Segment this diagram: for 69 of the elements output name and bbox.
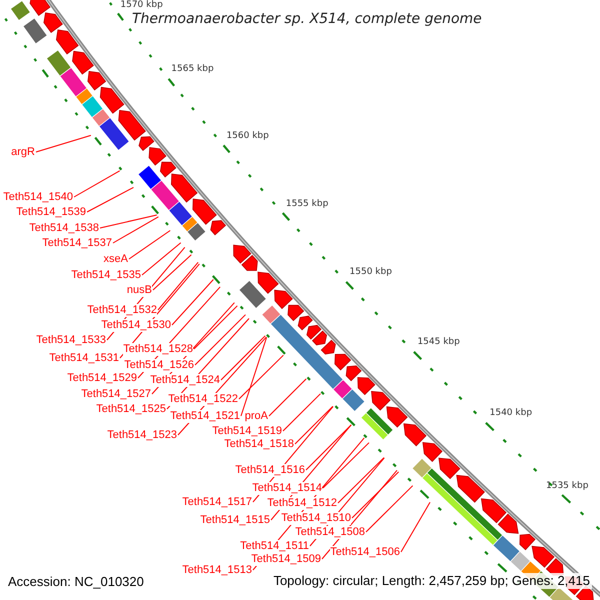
leader-line (306, 424, 352, 470)
gene-label: Teth514_1531 (49, 352, 119, 365)
topology-text: Topology: circular; Length: 2,457,259 bp; Genes: 2,415 (271, 573, 592, 589)
gene-label: Teth514_1525 (96, 403, 166, 416)
leader-line (352, 471, 400, 518)
gene-label: Teth514_1509 (251, 553, 321, 566)
leader-line (74, 170, 120, 198)
gene-label: Teth514_1530 (101, 319, 171, 332)
leader-line (338, 457, 384, 504)
leader-line (282, 393, 321, 432)
gene-label: Teth514_1538 (29, 222, 99, 235)
gene-label: Teth514_1519 (212, 425, 282, 438)
tick-label: 1555 kbp (286, 198, 328, 210)
tick-label: 1570 kbp (120, 0, 163, 11)
gene-label: Teth514_1523 (107, 429, 177, 442)
gene-label: Teth514_1518 (224, 438, 294, 451)
gene-label: Teth514_1537 (42, 237, 112, 250)
gene-label: proA (244, 410, 268, 423)
gene-label: Teth514_1508 (295, 526, 365, 539)
gene-label: Teth514_1522 (168, 393, 238, 406)
leader-line (142, 242, 182, 276)
gene-label: Teth514_1510 (281, 512, 351, 525)
gene-label: Teth514_1535 (71, 269, 141, 282)
gene-label: Teth514_1517 (182, 496, 252, 509)
gene-label: Teth514_1521 (170, 410, 240, 423)
leader-line (128, 230, 171, 260)
leader-line (100, 214, 158, 228)
leader-line (152, 254, 192, 290)
gene-label: Teth514_1524 (150, 374, 220, 387)
gene-label: Teth514_1511 (240, 540, 309, 553)
gene-label: Teth514_1506 (330, 546, 400, 559)
gene-label: Teth514_1513 (182, 564, 252, 577)
gene-label: Teth514_1527 (81, 388, 151, 401)
leader-line (172, 279, 214, 326)
leader-line (36, 134, 92, 152)
gene-label: argR (11, 146, 35, 159)
tick-label: 1560 kbp (226, 130, 269, 142)
gene-label: Teth514_1539 (16, 206, 86, 219)
leader-line (220, 335, 266, 380)
map-title: Thermoanaerobacter sp. X514, complete genome (132, 11, 482, 27)
tick-label: 1545 kbp (417, 337, 460, 348)
tick-label: 1550 kbp (350, 267, 392, 278)
gene-label: Teth514_1529 (67, 372, 137, 385)
leader-line (86, 186, 134, 212)
gene-label: Teth514_1532 (87, 304, 157, 317)
tick-label: 1565 kbp (171, 64, 214, 76)
leader-line (268, 378, 307, 416)
leader-line (238, 354, 284, 400)
gene-label: nusB (126, 284, 152, 297)
gene-label: Teth514_1516 (235, 464, 305, 477)
gene-label: Teth514_1512 (267, 497, 337, 510)
accession-text: Accession: NC_010320 (8, 574, 144, 590)
leader-line (240, 336, 268, 416)
gene-label: Teth514_1514 (252, 482, 322, 495)
leader-line (194, 314, 246, 366)
gene-label: Teth514_1528 (123, 343, 193, 356)
leader-line (322, 442, 370, 488)
gene-label: Teth514_1515 (200, 514, 270, 527)
tick-label: 1540 kbp (490, 408, 532, 420)
leader-line (400, 502, 430, 552)
leader-line (158, 262, 199, 310)
leader-line (294, 406, 334, 444)
gene-label: Teth514_1526 (124, 359, 194, 372)
gene-label: Teth514_1533 (36, 334, 106, 347)
gene-label: Teth514_1540 (3, 191, 73, 204)
leader-line (194, 305, 238, 350)
tick-label: 1535 kbp (546, 480, 588, 492)
leader-line (366, 485, 414, 532)
leader-line (112, 216, 159, 244)
